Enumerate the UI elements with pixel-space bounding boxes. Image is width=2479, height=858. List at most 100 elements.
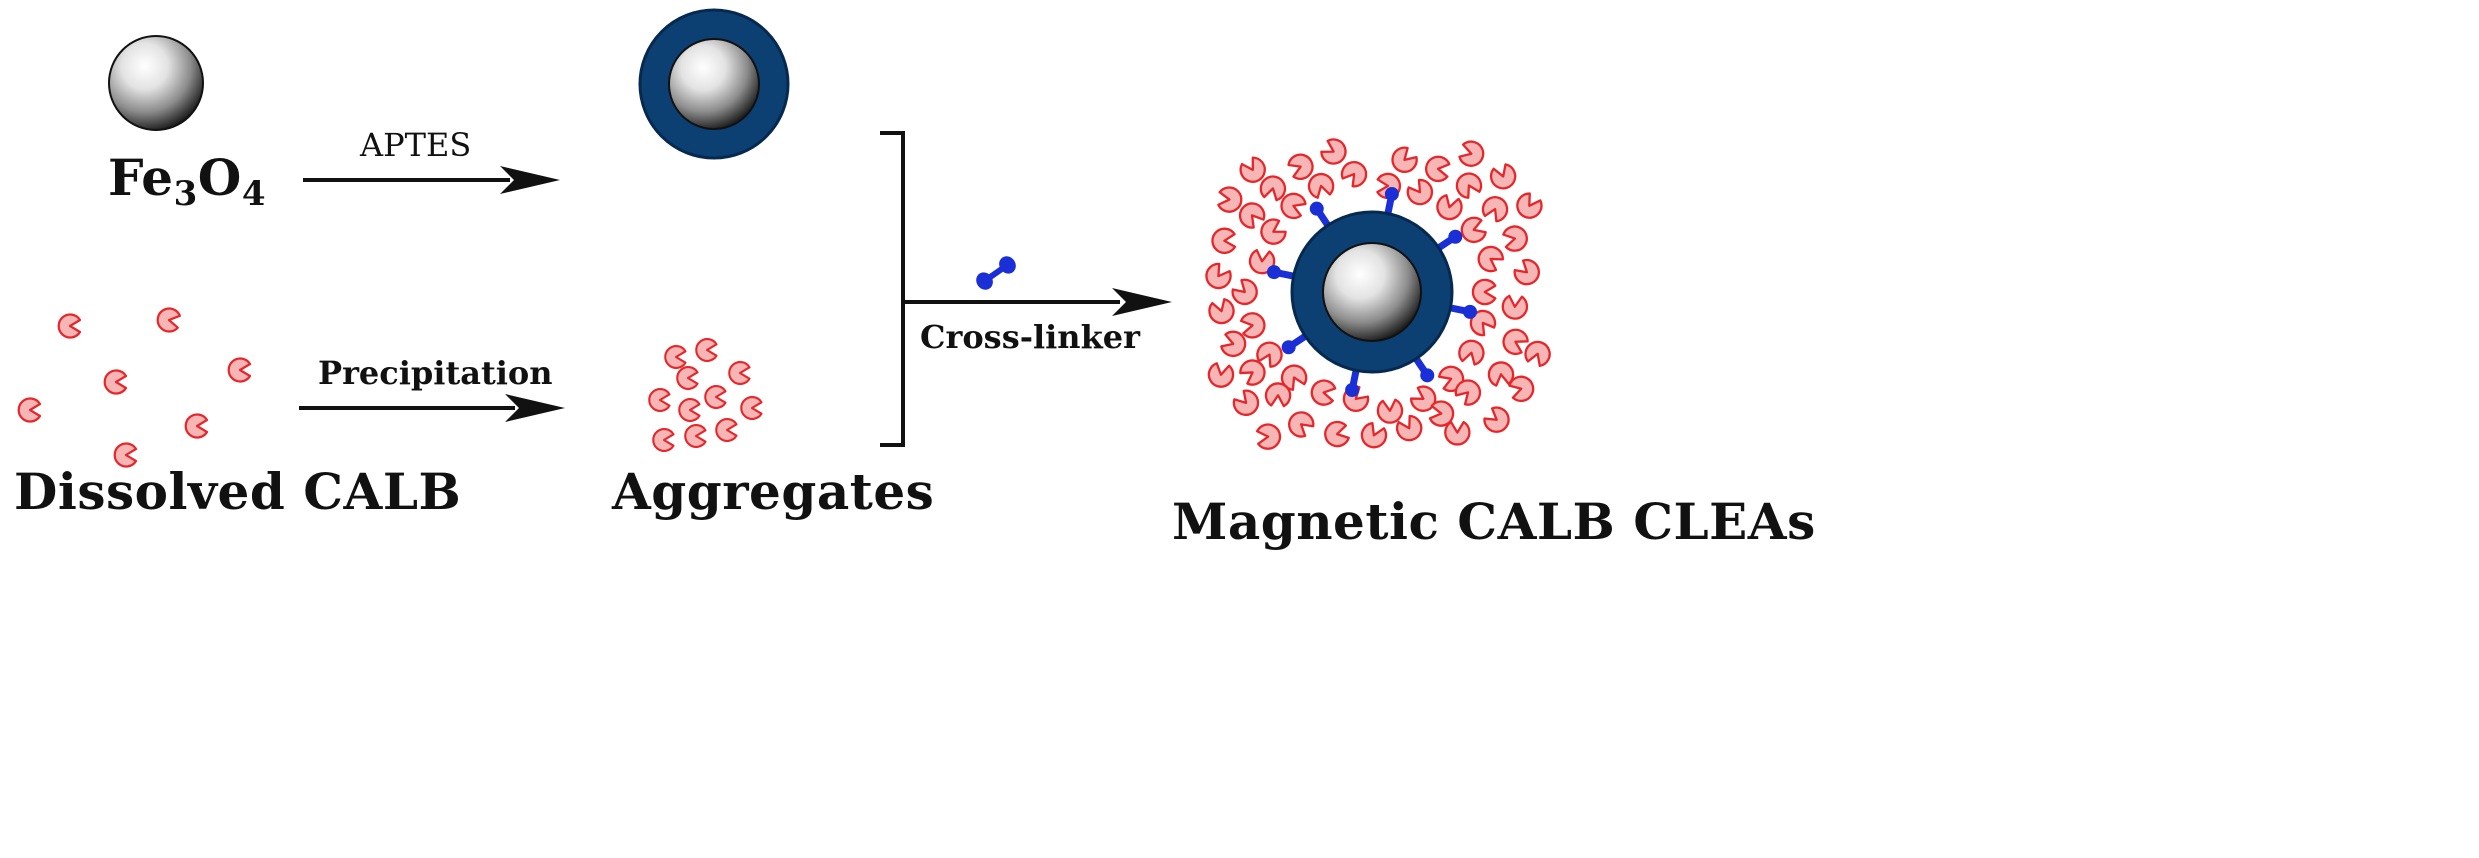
enzyme-icon [113, 442, 138, 468]
enzyme-icon [695, 338, 718, 362]
enzyme-icon [728, 361, 751, 385]
enzyme-icon [1255, 423, 1282, 450]
enzyme-icon [1471, 278, 1497, 306]
enzyme-icon [678, 398, 701, 422]
enzyme-icon [1458, 140, 1485, 167]
enzyme-icon [1513, 258, 1540, 286]
enzyme-icon [227, 357, 252, 383]
fe3o4-label: Fe3O4 [108, 148, 266, 214]
enzyme-icon [1502, 225, 1528, 252]
enzyme-icon [1516, 192, 1543, 219]
enzyme-icon [184, 413, 209, 439]
enzyme-icon [1259, 175, 1287, 202]
enzyme-icon [676, 366, 699, 390]
enzyme-icon [684, 424, 707, 448]
enzyme-icon [1205, 262, 1232, 290]
enzyme-icon [1238, 202, 1266, 229]
enzyme-icon [1239, 156, 1266, 183]
enzyme-icon [1524, 340, 1551, 368]
enzyme-icon [1501, 294, 1529, 320]
magnetic-clea-label: Magnetic CALB CLEAs [1172, 492, 1816, 551]
fe3o4-label-sub2: 4 [241, 174, 266, 214]
enzyme-icon [1391, 146, 1418, 173]
enzyme-icon [1508, 375, 1535, 403]
aptes-label: APTES [360, 126, 472, 164]
enzyme-icon [1444, 420, 1471, 446]
enzyme-icon [1487, 361, 1515, 387]
enzyme-icon [1409, 385, 1437, 412]
crosslinker-node [1309, 201, 1324, 216]
enzyme-icon [1260, 218, 1287, 245]
enzyme-icon [1217, 186, 1243, 213]
enzyme-icon [1483, 406, 1510, 433]
enzyme-icon [1360, 422, 1388, 449]
enzyme-icon [1207, 362, 1235, 388]
enzyme-icon [1211, 227, 1237, 254]
merge-bracket [880, 131, 905, 447]
dissolved-calb-label: Dissolved CALB [14, 462, 462, 521]
enzyme-icon [664, 345, 687, 369]
aggregate-enzymes-group [648, 338, 763, 452]
fe3o4-label-o: O [197, 148, 242, 207]
crosslinker-node [1420, 368, 1435, 383]
coated-particle-icon [638, 8, 790, 160]
crosslinker-label: Cross-linker [920, 318, 1140, 356]
aggregates-label: Aggregates [612, 462, 935, 521]
enzyme-icon [1287, 153, 1314, 180]
enzyme-icon [1436, 194, 1463, 221]
enzyme-icon [1406, 178, 1434, 206]
enzyme-icon [1288, 411, 1315, 438]
enzyme-icon [1239, 359, 1266, 386]
enzyme-icon [1455, 172, 1483, 199]
enzyme-icon [1425, 155, 1451, 183]
enzyme-icon [1232, 389, 1260, 416]
enzyme-icon [1460, 216, 1487, 244]
enzyme-icon [1458, 339, 1485, 366]
enzyme-icon [1428, 400, 1455, 427]
fe3o4-label-sub1: 3 [173, 174, 198, 214]
enzyme-icon [1477, 245, 1504, 273]
fe3o4-sphere-icon [108, 35, 204, 131]
precipitation-arrow [299, 394, 565, 422]
enzyme-icon [1340, 161, 1368, 188]
enzyme-icon [648, 388, 671, 412]
enzyme-icon [1502, 328, 1529, 356]
crosslinker-node [1281, 340, 1296, 355]
enzyme-icon [17, 397, 42, 423]
enzyme-icon [1310, 379, 1337, 406]
enzyme-icon [1454, 379, 1482, 406]
enzyme-icon [156, 307, 181, 333]
crosslinker-node [1463, 304, 1478, 319]
dissolved-enzymes-group [17, 307, 252, 468]
enzyme-icon [1248, 249, 1276, 275]
enzyme-icon [1231, 278, 1258, 306]
enzyme-icon [1264, 382, 1292, 408]
crosslinker-node [1266, 265, 1281, 280]
crosslinker-molecule-icon [976, 256, 1016, 290]
enzyme-icon [704, 385, 727, 409]
enzyme-icon [652, 428, 675, 452]
enzyme-icon [740, 396, 763, 420]
enzyme-icon [1239, 312, 1266, 339]
fe3o4-label-fe: Fe [108, 148, 174, 207]
enzyme-icon [715, 418, 738, 442]
enzyme-icon [1280, 192, 1307, 220]
enzyme-icon [1220, 330, 1247, 358]
enzyme-icon [103, 369, 128, 395]
crosslinker-node [1448, 229, 1463, 244]
crosslinker-node [1384, 186, 1399, 201]
enzyme-icon [1489, 163, 1517, 190]
enzyme-icon [1395, 414, 1423, 442]
crosslinker-arrow [903, 288, 1172, 316]
enzyme-icon [1208, 298, 1235, 325]
precipitation-label: Precipitation [318, 354, 553, 392]
enzyme-icon [1437, 365, 1465, 393]
enzyme-icon [1307, 172, 1335, 199]
enzyme-icon [1256, 341, 1283, 368]
enzyme-icon [1481, 196, 1509, 223]
magnetic-clea-icon [1205, 138, 1551, 450]
crosslinker-node [1345, 383, 1360, 398]
enzyme-icon [57, 313, 82, 339]
